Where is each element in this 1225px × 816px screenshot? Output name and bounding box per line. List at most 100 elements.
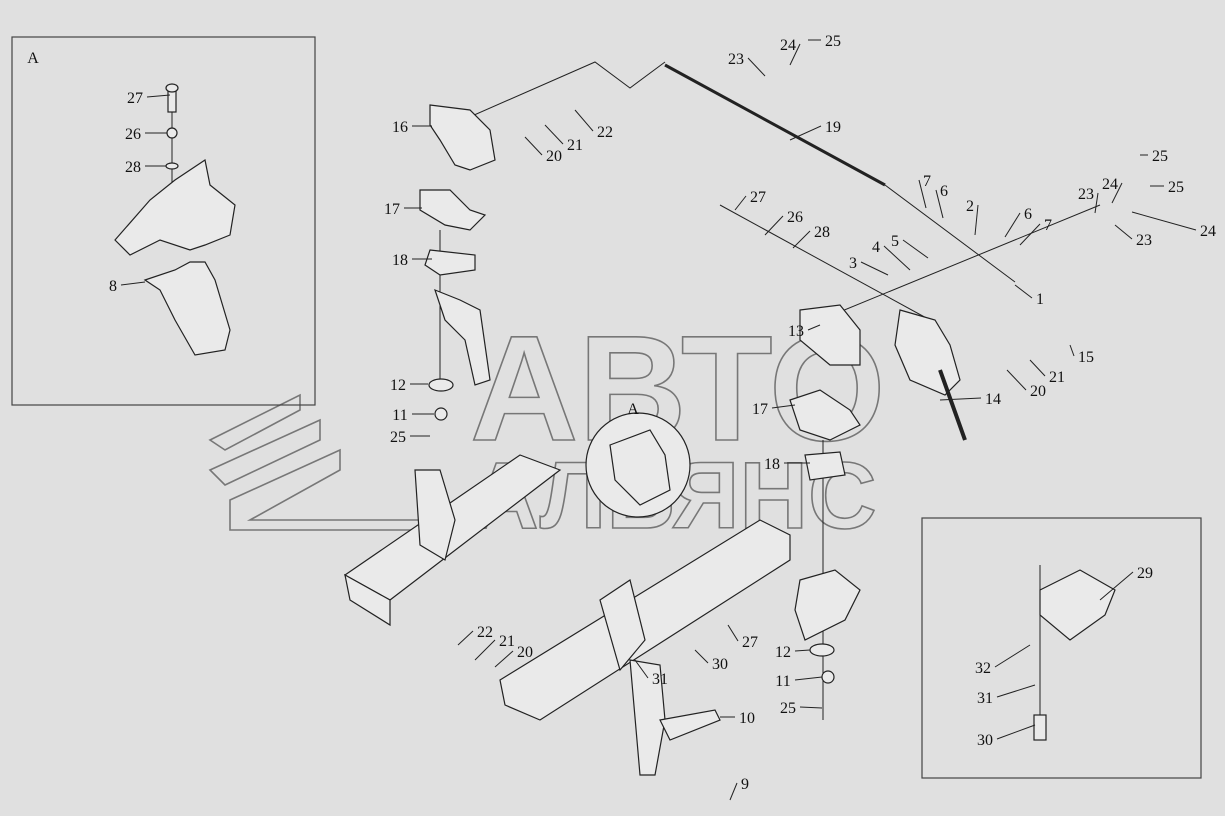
callout-label: 4 bbox=[872, 239, 880, 256]
callout-label: 7 bbox=[1044, 217, 1052, 234]
callout-label: 29 bbox=[1137, 565, 1153, 582]
leader-line bbox=[996, 724, 1036, 740]
leader-line bbox=[794, 676, 823, 681]
leader-line bbox=[789, 125, 822, 141]
leader-line bbox=[1014, 284, 1033, 299]
leader-line bbox=[799, 706, 823, 709]
callout-label: 3 bbox=[849, 255, 857, 272]
leader-line bbox=[747, 57, 766, 77]
callout-label: 32 bbox=[975, 660, 991, 677]
leader-line bbox=[1099, 571, 1134, 601]
leader-line bbox=[457, 630, 474, 646]
leader-line bbox=[994, 644, 1031, 668]
callout-label: 21 bbox=[567, 137, 583, 154]
leader-line bbox=[860, 261, 889, 276]
leader-line bbox=[883, 245, 911, 271]
callout-label: 16 bbox=[392, 119, 408, 136]
detail-a-box bbox=[11, 36, 316, 406]
callout-label: 24 bbox=[1102, 176, 1118, 193]
leader-line bbox=[807, 324, 821, 331]
callout-label: 25 bbox=[780, 700, 796, 717]
callout-label: 18 bbox=[392, 252, 408, 269]
callout-label: 6 bbox=[1024, 206, 1032, 223]
leader-line bbox=[120, 281, 146, 286]
callout-label: 30 bbox=[977, 732, 993, 749]
callout-label: 19 bbox=[825, 119, 841, 136]
callout-label: 27 bbox=[742, 634, 758, 651]
callout-label: 13 bbox=[788, 323, 804, 340]
leader-line bbox=[734, 195, 747, 211]
leader-line bbox=[792, 230, 811, 249]
leader-line bbox=[524, 136, 543, 156]
callout-label: 27 bbox=[127, 90, 143, 107]
leader-line bbox=[544, 124, 564, 145]
leader-line bbox=[1019, 223, 1041, 246]
callout-label: 14 bbox=[985, 391, 1001, 408]
callout-label: 12 bbox=[775, 644, 791, 661]
leader-line bbox=[974, 204, 979, 236]
leader-line bbox=[727, 624, 739, 642]
callout-label: 15 bbox=[1078, 349, 1094, 366]
leader-line bbox=[771, 404, 796, 409]
leader-line bbox=[474, 639, 496, 661]
leader-line bbox=[918, 179, 927, 209]
callout-label: 9 bbox=[741, 776, 749, 793]
leader-line bbox=[729, 782, 738, 801]
leader-line bbox=[939, 397, 982, 401]
callout-label: 25 bbox=[825, 33, 841, 50]
callout-label: 20 bbox=[546, 148, 562, 165]
callout-label: 17 bbox=[384, 201, 400, 218]
callout-label: 27 bbox=[750, 189, 766, 206]
leader-line bbox=[1029, 359, 1046, 377]
leader-line bbox=[494, 650, 514, 668]
leader-line bbox=[574, 109, 594, 132]
callout-label: 23 bbox=[1078, 186, 1094, 203]
leader-line bbox=[1069, 344, 1075, 357]
callout-label: 31 bbox=[977, 690, 993, 707]
callout-label: 28 bbox=[125, 159, 141, 176]
leader-line bbox=[935, 189, 944, 219]
leader-line bbox=[634, 659, 649, 679]
callout-label: 18 bbox=[764, 456, 780, 473]
callout-label: 25 bbox=[1168, 179, 1184, 196]
callout-label: 28 bbox=[814, 224, 830, 241]
watermark-logo: АВТО АЛЬЯНС bbox=[208, 303, 886, 550]
callout-label: 25 bbox=[1152, 148, 1168, 165]
callout-label: 17 bbox=[752, 401, 768, 418]
callout-label: 24 bbox=[780, 37, 796, 54]
chassis-frame bbox=[343, 454, 1116, 776]
callout-label: 21 bbox=[1049, 369, 1065, 386]
leader-line bbox=[789, 43, 801, 66]
inset-a-parts bbox=[114, 83, 236, 356]
callout-label: 21 bbox=[499, 633, 515, 650]
callout-label: 8 bbox=[109, 278, 117, 295]
callout-label: A bbox=[27, 50, 39, 67]
detail-b-box bbox=[921, 517, 1202, 779]
callout-label: 26 bbox=[125, 126, 141, 143]
leader-line bbox=[1111, 182, 1123, 204]
callout-label: 23 bbox=[728, 51, 744, 68]
callout-label: 22 bbox=[477, 624, 493, 641]
callout-label: 20 bbox=[1030, 383, 1046, 400]
callout-label: A bbox=[627, 401, 639, 418]
callout-label: 25 bbox=[390, 429, 406, 446]
leader-line bbox=[146, 94, 171, 98]
callout-label: 6 bbox=[940, 183, 948, 200]
callout-label: 10 bbox=[739, 710, 755, 727]
leader-line bbox=[996, 684, 1036, 698]
leader-line bbox=[694, 649, 709, 664]
leader-line bbox=[1006, 369, 1027, 391]
callout-label: 1 bbox=[1036, 291, 1044, 308]
linkage-parts bbox=[419, 61, 1101, 720]
leader-line bbox=[764, 215, 784, 236]
callout-label: 30 bbox=[712, 656, 728, 673]
leader-line bbox=[794, 649, 811, 652]
callout-label: 23 bbox=[1136, 232, 1152, 249]
callout-label: 31 bbox=[652, 671, 668, 688]
callout-label: 20 bbox=[517, 644, 533, 661]
leader-line bbox=[1004, 212, 1021, 238]
callout-label: 26 bbox=[787, 209, 803, 226]
